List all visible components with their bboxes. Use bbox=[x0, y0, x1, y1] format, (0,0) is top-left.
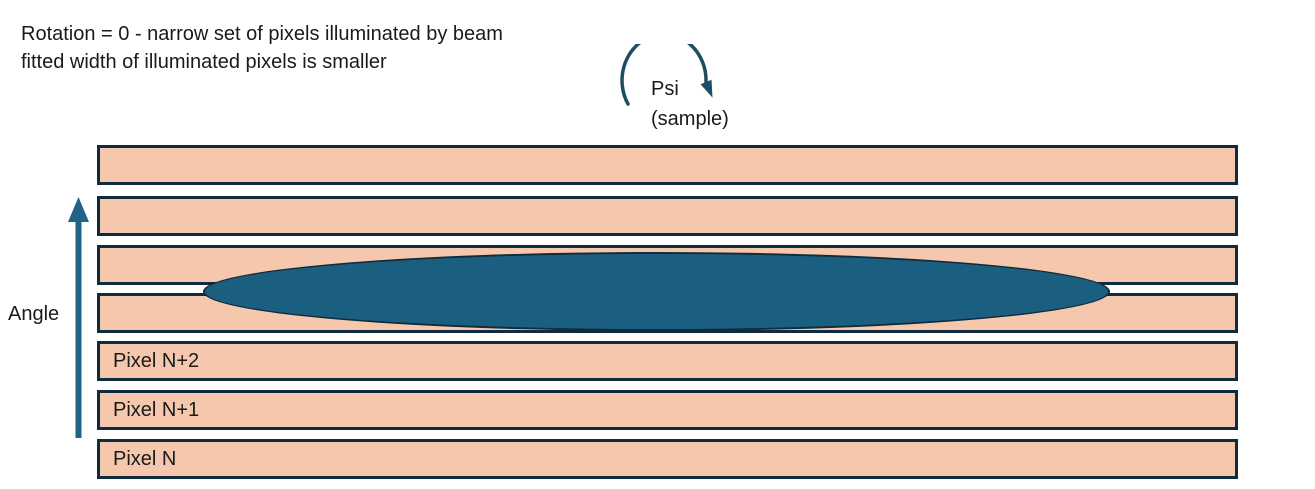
beam-ellipse bbox=[203, 252, 1110, 331]
pixel-bar-1 bbox=[97, 145, 1238, 185]
pixel-bar-label: Pixel N bbox=[113, 447, 177, 470]
pixel-bar-pixel-n-plus-1: Pixel N+1 bbox=[97, 390, 1238, 430]
pixel-bar-label: Pixel N+2 bbox=[113, 349, 200, 372]
pixel-bar-pixel-n-plus-2: Pixel N+2 bbox=[97, 341, 1238, 381]
angle-axis-label: Angle bbox=[8, 303, 60, 325]
caption-line-1: Rotation = 0 - narrow set of pixels illu… bbox=[21, 23, 503, 45]
psi-label: Psi (sample) bbox=[651, 74, 729, 134]
angle-axis-arrow-icon bbox=[68, 197, 89, 438]
caption: Rotation = 0 - narrow set of pixels illu… bbox=[21, 20, 503, 76]
pixel-bar-2 bbox=[97, 196, 1238, 236]
psi-label-line-1: Psi bbox=[651, 78, 679, 100]
pixel-bar-label: Pixel N+1 bbox=[113, 398, 200, 421]
psi-label-line-2: (sample) bbox=[651, 108, 729, 130]
pixel-bar-pixel-n: Pixel N bbox=[97, 439, 1238, 479]
caption-line-2: fitted width of illuminated pixels is sm… bbox=[21, 51, 387, 73]
psi-rotation-arrow-icon bbox=[620, 44, 713, 106]
